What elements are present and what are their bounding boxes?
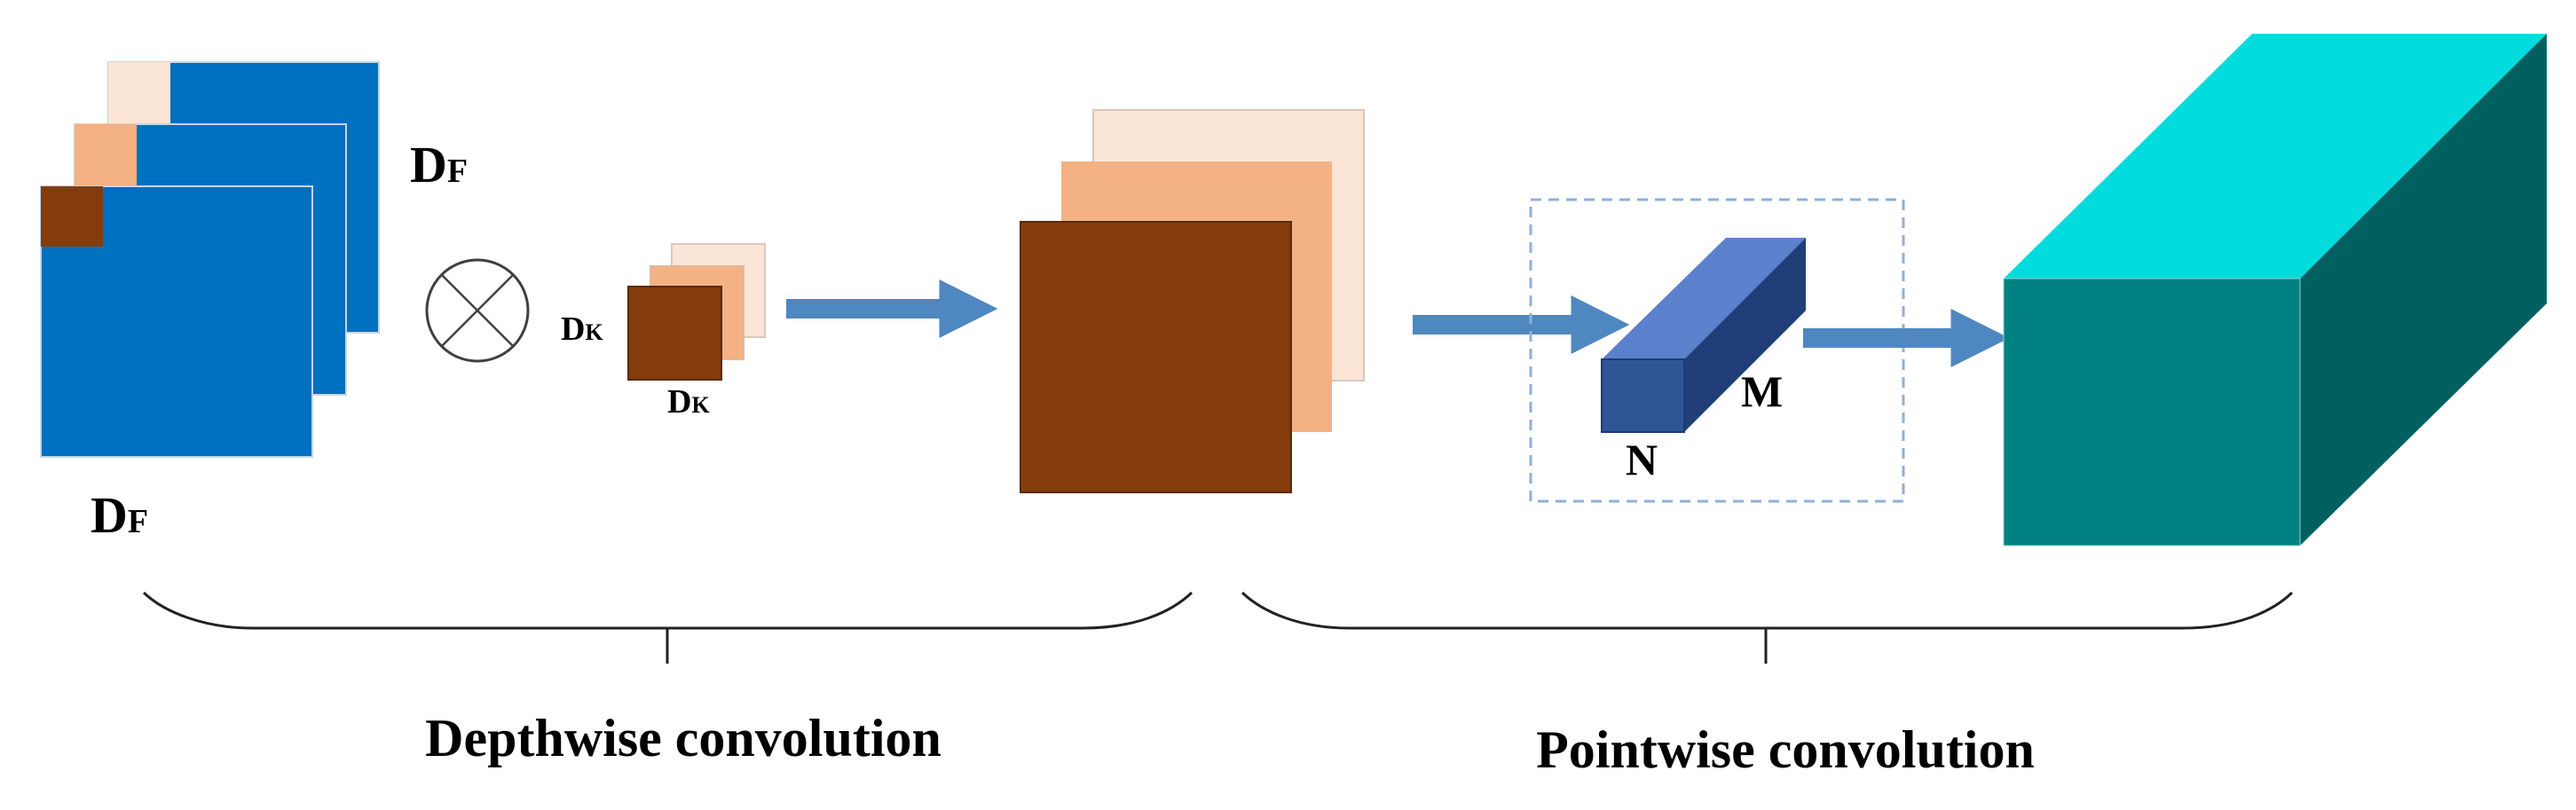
kernel-1 [627, 286, 722, 381]
output-volume-side [2300, 34, 2547, 546]
depthwise-kernels [627, 243, 766, 381]
pointwise-kernel-side [1684, 238, 1806, 432]
multiply-operator-icon [425, 258, 530, 363]
kernel-size-label-left: DK [561, 311, 603, 348]
output-volume-front [2003, 278, 2301, 547]
depthwise-brace [142, 591, 1193, 630]
pointwise-label-m: M [1741, 366, 1783, 416]
pointwise-label-n: N [1626, 435, 1658, 484]
depthwise-output-channel-1 [1020, 221, 1292, 493]
input-channel-2-patch [75, 124, 137, 186]
depthwise-output-maps [1020, 109, 1365, 493]
pointwise-kernel-front [1601, 358, 1685, 433]
input-feature-maps [40, 61, 380, 458]
pointwise-kernel-frame [1529, 198, 1905, 503]
pointwise-kernel-bar [1601, 238, 1806, 433]
output-volume-top [2004, 34, 2547, 279]
input-size-label-bottom: DF [91, 486, 148, 544]
pointwise-brace [1241, 591, 2294, 630]
pointwise-caption: Pointwise convolution [1536, 720, 2035, 779]
final-output-volume [2003, 34, 2547, 547]
kernel-size-label-bottom: DK [667, 383, 710, 421]
pointwise-kernel-top [1602, 238, 1806, 359]
input-channel-1-patch [41, 186, 103, 247]
input-channel-3-patch [108, 62, 170, 124]
depthwise-caption: Depthwise convolution [425, 709, 941, 767]
input-size-label-side: DF [410, 136, 468, 193]
